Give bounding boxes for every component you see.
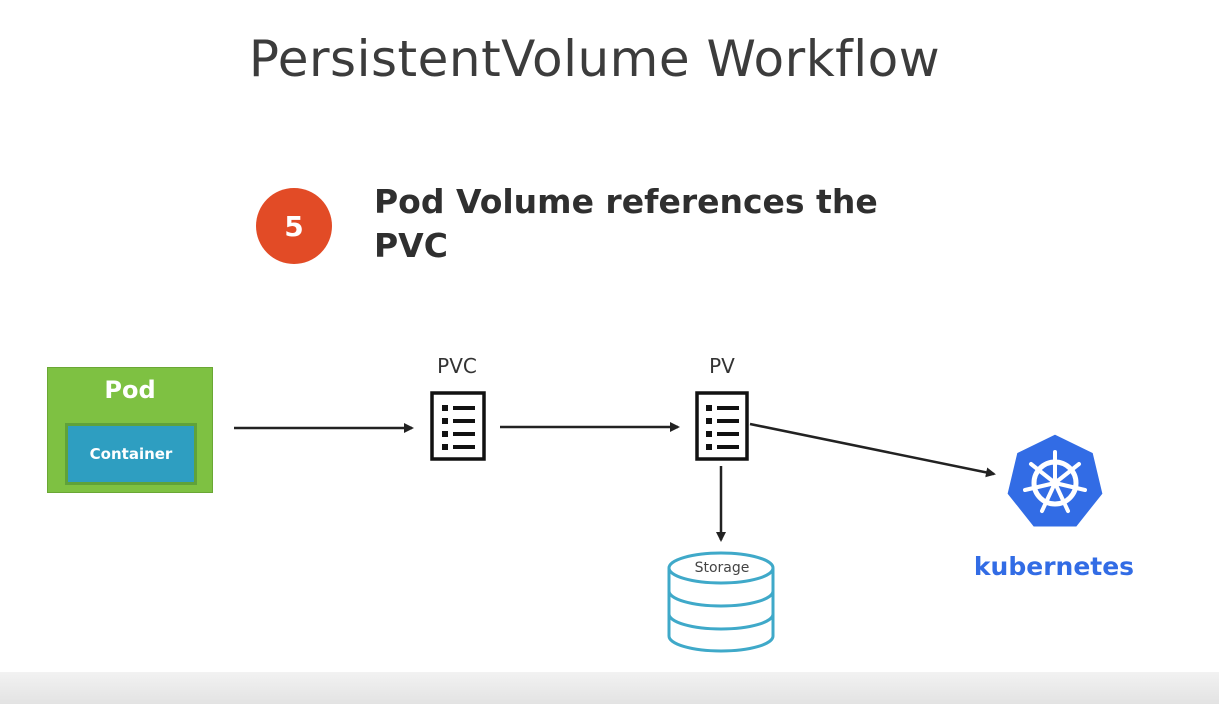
arrow-pv-to-kubernetes <box>749 422 996 478</box>
slide-title: PersistentVolume Workflow <box>248 30 941 88</box>
step-description-line-2: PVC <box>374 226 448 265</box>
kubernetes-label: kubernetes <box>973 552 1135 581</box>
pod-label: Pod <box>104 376 156 404</box>
step-number-badge: 5 <box>256 188 332 264</box>
pod-box: Pod Container <box>47 367 213 493</box>
kubernetes-logo-icon <box>1004 431 1106 530</box>
step-description-line-1: Pod Volume references the <box>374 182 878 221</box>
pvc-label: PVC <box>437 354 477 378</box>
bottom-bar <box>0 672 1219 704</box>
container-box: Container <box>65 423 197 485</box>
storage-database-icon <box>667 551 775 653</box>
pvc-document-icon <box>430 391 486 461</box>
storage-label: Storage <box>694 560 750 576</box>
step-description: Pod Volume references the PVC <box>374 180 934 268</box>
pv-document-icon <box>695 391 749 461</box>
pv-label: PV <box>709 354 735 378</box>
